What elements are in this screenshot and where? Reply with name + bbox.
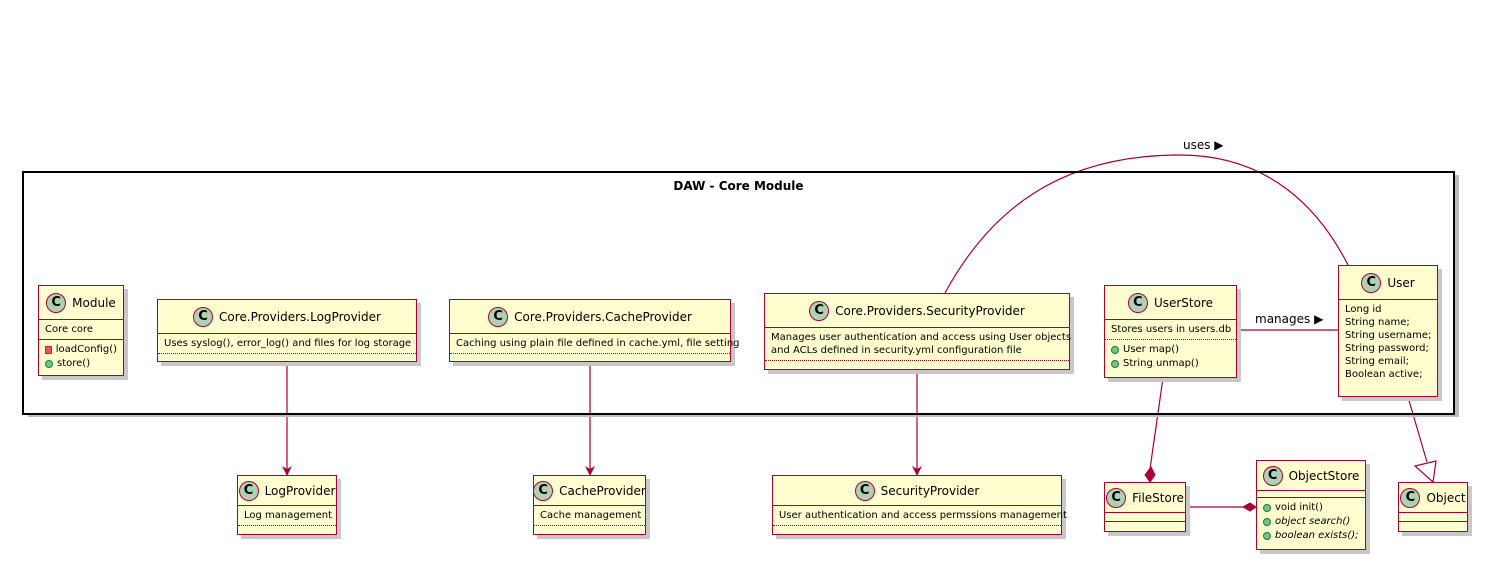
class-name: Core.Providers.LogProvider — [219, 309, 381, 324]
package-title: DAW - Core Module — [673, 179, 804, 193]
class-header: C Core.Providers.LogProvider — [158, 300, 416, 334]
class-header: C Module — [39, 286, 123, 320]
class-badge-icon: C — [1400, 487, 1421, 508]
inheritance-triangle-object — [1413, 460, 1437, 484]
class-description: Caching using plain file defined in cach… — [450, 334, 740, 354]
package-shadow-side — [1455, 175, 1459, 417]
package-core-module: DAW - Core Module — [22, 171, 1455, 415]
field: String password; — [1345, 343, 1429, 354]
class-methods: void init() object search() boolean exis… — [1257, 498, 1365, 546]
public-visibility-icon — [1111, 360, 1119, 368]
class-description: Manages user authentication and access u… — [765, 328, 1071, 361]
class-badge-icon: C — [854, 480, 875, 501]
public-visibility-icon — [1263, 504, 1271, 512]
class-description: Log management — [238, 506, 336, 526]
field: Long id — [1345, 304, 1382, 315]
class-fields: Long id String name; String username; St… — [1339, 300, 1437, 384]
method: object search() — [1263, 515, 1359, 529]
class-filestore: C FileStore — [1104, 482, 1186, 532]
class-name: User — [1387, 275, 1415, 290]
method: loadConfig() — [45, 343, 117, 357]
class-core-providers-securityprovider: C Core.Providers.SecurityProvider Manage… — [764, 293, 1071, 370]
composition-diamond-filestore — [1144, 466, 1156, 483]
class-header: C Core.Providers.CacheProvider — [450, 300, 730, 334]
class-name: Core.Providers.SecurityProvider — [835, 303, 1025, 318]
label-uses: uses ▶ — [1183, 138, 1224, 152]
class-cacheprovider: C CacheProvider Cache management — [533, 475, 646, 535]
relation-uses — [944, 154, 1349, 294]
class-header: C Object — [1399, 483, 1467, 513]
class-badge-icon: C — [533, 480, 554, 501]
class-name: Object — [1426, 490, 1466, 505]
class-fields: Core core — [39, 320, 123, 340]
class-name: UserStore — [1153, 295, 1214, 310]
public-visibility-icon — [45, 360, 53, 368]
class-user: C User Long id String name; String usern… — [1338, 265, 1438, 397]
class-badge-icon: C — [1262, 465, 1283, 486]
class-description: Uses syslog(), error_log() and files for… — [158, 334, 416, 354]
method: store() — [45, 357, 117, 371]
class-fields — [1399, 513, 1467, 522]
private-visibility-icon — [45, 346, 52, 354]
relation-userstore-filestore — [1149, 377, 1164, 470]
class-logprovider: C LogProvider Log management — [237, 475, 337, 535]
class-header: C User — [1339, 266, 1437, 300]
class-header: C LogProvider — [238, 476, 336, 506]
class-badge-icon: C — [1106, 487, 1127, 508]
class-header: C FileStore — [1105, 483, 1185, 513]
class-header: C Core.Providers.SecurityProvider — [765, 294, 1069, 328]
class-methods: loadConfig() store() — [39, 340, 123, 374]
class-methods: User map() String unmap() — [1105, 340, 1236, 374]
class-fields — [1105, 513, 1185, 522]
field: String name; — [1345, 317, 1410, 328]
class-description: User authentication and access permssion… — [773, 506, 1067, 526]
class-module: C Module Core core loadConfig() store() — [38, 285, 124, 376]
class-description: Cache management — [534, 506, 645, 526]
method: User map() — [1111, 343, 1230, 357]
public-visibility-icon — [1111, 346, 1119, 354]
label-manages: manages ▶ — [1255, 312, 1324, 326]
class-badge-icon: C — [1361, 272, 1382, 293]
class-core-providers-logprovider: C Core.Providers.LogProvider Uses syslog… — [157, 299, 417, 362]
class-header: C ObjectStore — [1257, 461, 1365, 491]
class-core-providers-cacheprovider: C Core.Providers.CacheProvider Caching u… — [449, 299, 740, 362]
field: String username; — [1345, 330, 1432, 341]
public-visibility-icon — [1263, 532, 1271, 540]
class-name: Core.Providers.CacheProvider — [514, 309, 692, 324]
class-securityprovider: C SecurityProvider User authentication a… — [772, 475, 1067, 535]
field: Boolean active; — [1345, 369, 1423, 380]
class-badge-icon: C — [238, 480, 259, 501]
class-name: ObjectStore — [1288, 468, 1360, 483]
class-header: C CacheProvider — [533, 476, 646, 506]
class-badge-icon: C — [46, 292, 67, 313]
relation-user-object — [1407, 396, 1428, 463]
class-object: C Object — [1398, 482, 1468, 532]
field: String email; — [1345, 356, 1409, 367]
method: boolean exists(); — [1263, 529, 1359, 543]
class-objectstore: C ObjectStore void init() object search(… — [1256, 460, 1366, 550]
class-badge-icon: C — [1127, 292, 1148, 313]
composition-diamond-objectstore — [1241, 502, 1257, 512]
class-name: LogProvider — [264, 483, 336, 498]
class-name: SecurityProvider — [880, 483, 980, 498]
class-description: Stores users in users.db — [1105, 320, 1236, 340]
class-badge-icon: C — [809, 300, 830, 321]
class-badge-icon: C — [193, 306, 214, 327]
class-header: C UserStore — [1105, 286, 1236, 320]
method: void init() — [1263, 501, 1359, 515]
method: String unmap() — [1111, 357, 1230, 371]
package-shadow — [28, 413, 1459, 417]
class-name: Module — [72, 295, 116, 310]
field: Core core — [45, 324, 93, 335]
class-name: FileStore — [1132, 490, 1184, 505]
class-header: C SecurityProvider — [773, 476, 1061, 506]
public-visibility-icon — [1263, 518, 1271, 526]
class-fields — [1257, 491, 1365, 498]
class-userstore: C UserStore Stores users in users.db Use… — [1104, 285, 1237, 378]
class-badge-icon: C — [488, 306, 509, 327]
class-name: CacheProvider — [559, 483, 646, 498]
